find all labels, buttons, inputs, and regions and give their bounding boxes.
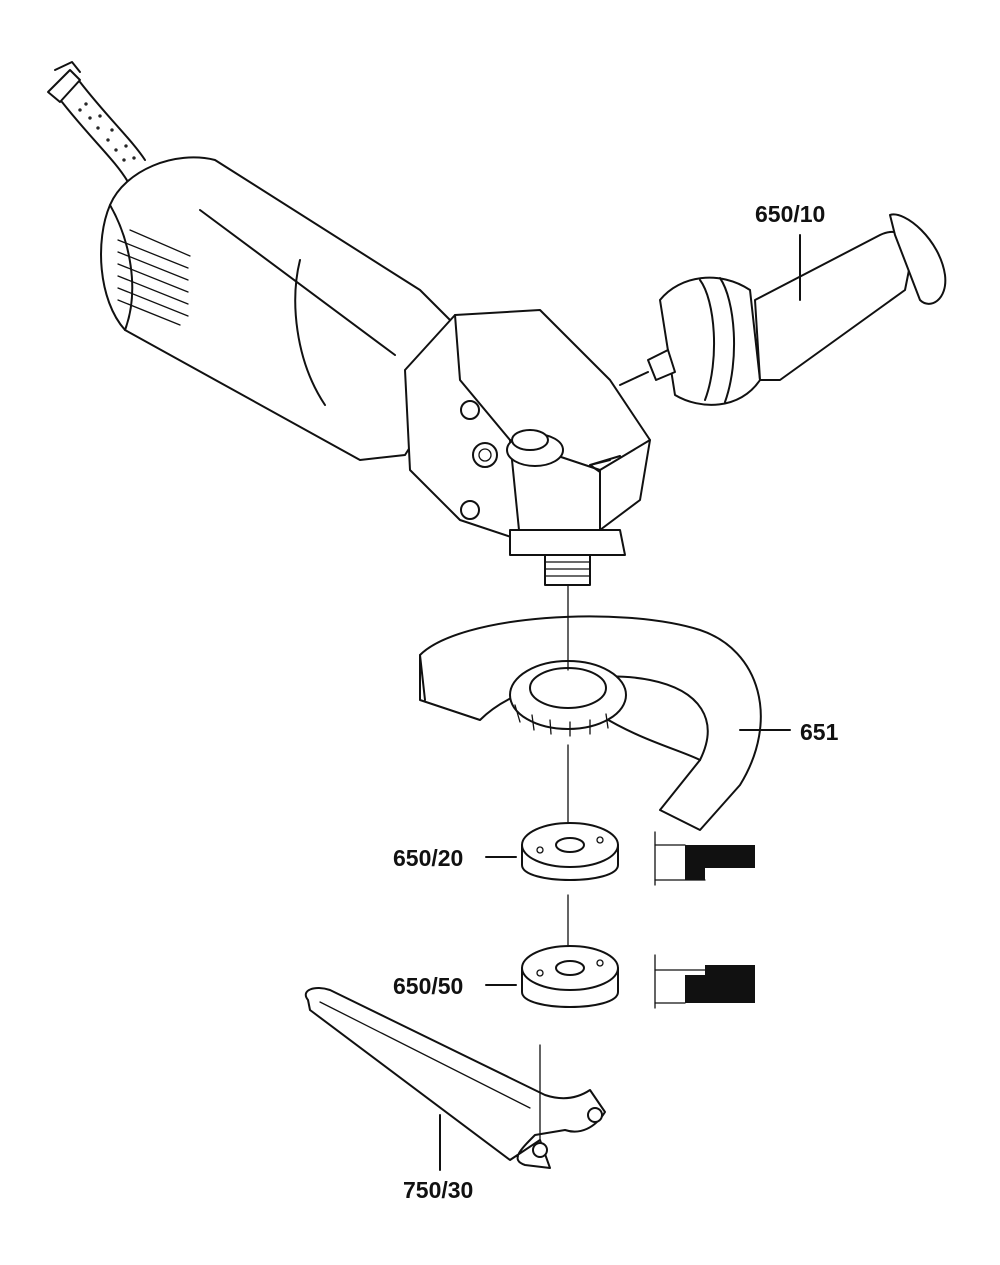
leader-lines	[439, 234, 801, 1171]
part-label-650-20: 650/20	[393, 845, 463, 871]
part-label-650-10: 650/10	[755, 201, 825, 227]
part-label-750-30: 750/30	[403, 1177, 473, 1203]
flange-profile-symbol	[654, 831, 755, 886]
mounting-flange	[521, 822, 619, 881]
spanner-wrench	[304, 987, 606, 1169]
vent-slots	[117, 229, 191, 326]
auxiliary-handle	[619, 213, 947, 406]
nut-profile-symbol	[654, 954, 755, 1009]
part-label-650-50: 650/50	[393, 973, 463, 999]
assembly-axis-lines	[539, 584, 569, 1141]
angle-grinder-body	[100, 156, 651, 586]
wheel-guard	[419, 615, 762, 831]
clamping-nut	[521, 945, 619, 1008]
part-label-651: 651	[800, 719, 839, 745]
power-cord	[47, 61, 146, 183]
